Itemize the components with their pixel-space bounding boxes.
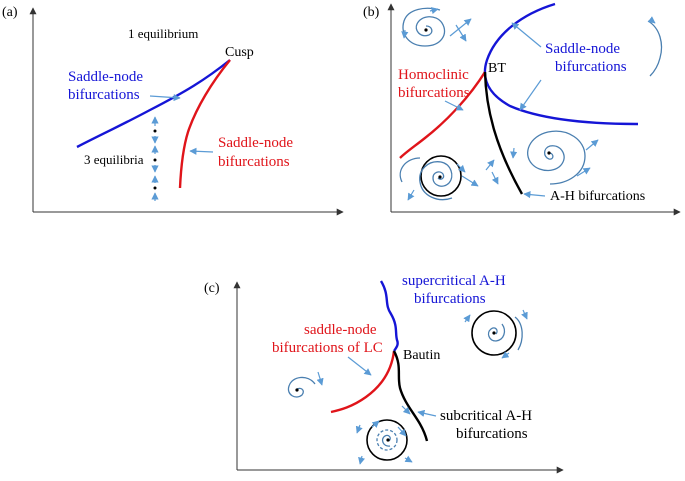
arrow-icon xyxy=(189,147,214,155)
limit-cycle-icon xyxy=(463,309,528,359)
label-ah-b: A-H bifurcations xyxy=(550,189,645,204)
spiral-trajectory-icon xyxy=(510,130,599,185)
label-saddle-node-lc-1: saddle-node xyxy=(304,322,377,338)
spiral-trajectory-icon xyxy=(647,16,663,77)
label-supercritical-1: supercritical A-H xyxy=(402,273,506,289)
arrow-icon xyxy=(511,22,542,48)
label-homoclinic-2: bifurcations xyxy=(398,85,470,101)
blue-saddle-node-curve-a xyxy=(76,59,231,149)
label-subcritical-2: bifurcations xyxy=(456,426,528,442)
limit-cycle-icon xyxy=(399,155,499,201)
limit-cycle-icon xyxy=(355,405,413,465)
equilibrium-dot xyxy=(153,129,157,133)
arrow-icon xyxy=(444,100,464,111)
label-saddle-node-b-1: Saddle-node xyxy=(545,41,620,57)
spiral-trajectory-icon xyxy=(287,371,324,398)
red-saddle-node-lc-curve xyxy=(330,350,396,414)
red-saddle-node-curve-a xyxy=(178,59,231,189)
arrow-icon xyxy=(519,79,542,111)
blue-supercritical-ah-curve xyxy=(379,280,399,352)
label-subcritical-1: subcritical A-H xyxy=(440,408,532,424)
label-cusp: Cusp xyxy=(225,45,254,60)
panel-a-tag: (a) xyxy=(2,5,18,20)
label-saddle-node-lc-2: bifurcations of LC xyxy=(272,340,383,356)
label-saddle-node-red-a-2: bifurcations xyxy=(218,154,290,170)
arrow-icon xyxy=(347,356,372,376)
phase-line-three-equilibria xyxy=(151,116,159,201)
label-bautin: Bautin xyxy=(403,348,440,363)
label-saddle-node-b-2: bifurcations xyxy=(555,59,627,75)
label-homoclinic-1: Homoclinic xyxy=(398,67,469,83)
panel-c-tag: (c) xyxy=(204,281,220,296)
panel-c: (c) supercritical A-H bifurcations saddl… xyxy=(204,273,564,474)
label-three-equilibria: 3 equilibria xyxy=(84,152,144,167)
black-ah-curve xyxy=(483,71,524,195)
panel-a: (a) 1 equilibrium Cusp Saddle-node bifur… xyxy=(2,5,344,216)
label-saddle-node-blue-a-1: Saddle-node xyxy=(68,69,143,85)
arrow-icon xyxy=(523,191,546,199)
label-saddle-node-blue-a-2: bifurcations xyxy=(68,87,140,103)
label-one-equilibrium: 1 equilibrium xyxy=(128,26,198,41)
equilibrium-dot xyxy=(153,186,157,190)
red-homoclinic-curve xyxy=(399,71,487,159)
arrow-icon xyxy=(149,93,181,102)
panel-b-tag: (b) xyxy=(363,5,380,20)
panel-b: (b) BT Saddle-node bifurcations Homoclin… xyxy=(363,2,681,216)
equilibrium-dot xyxy=(153,158,157,162)
black-subcritical-ah-curve xyxy=(392,350,429,442)
arrow-icon xyxy=(417,409,437,417)
label-supercritical-2: bifurcations xyxy=(414,291,486,307)
spiral-trajectory-icon xyxy=(401,7,472,47)
label-saddle-node-red-a-1: Saddle-node xyxy=(218,135,293,151)
label-bt: BT xyxy=(488,61,506,76)
